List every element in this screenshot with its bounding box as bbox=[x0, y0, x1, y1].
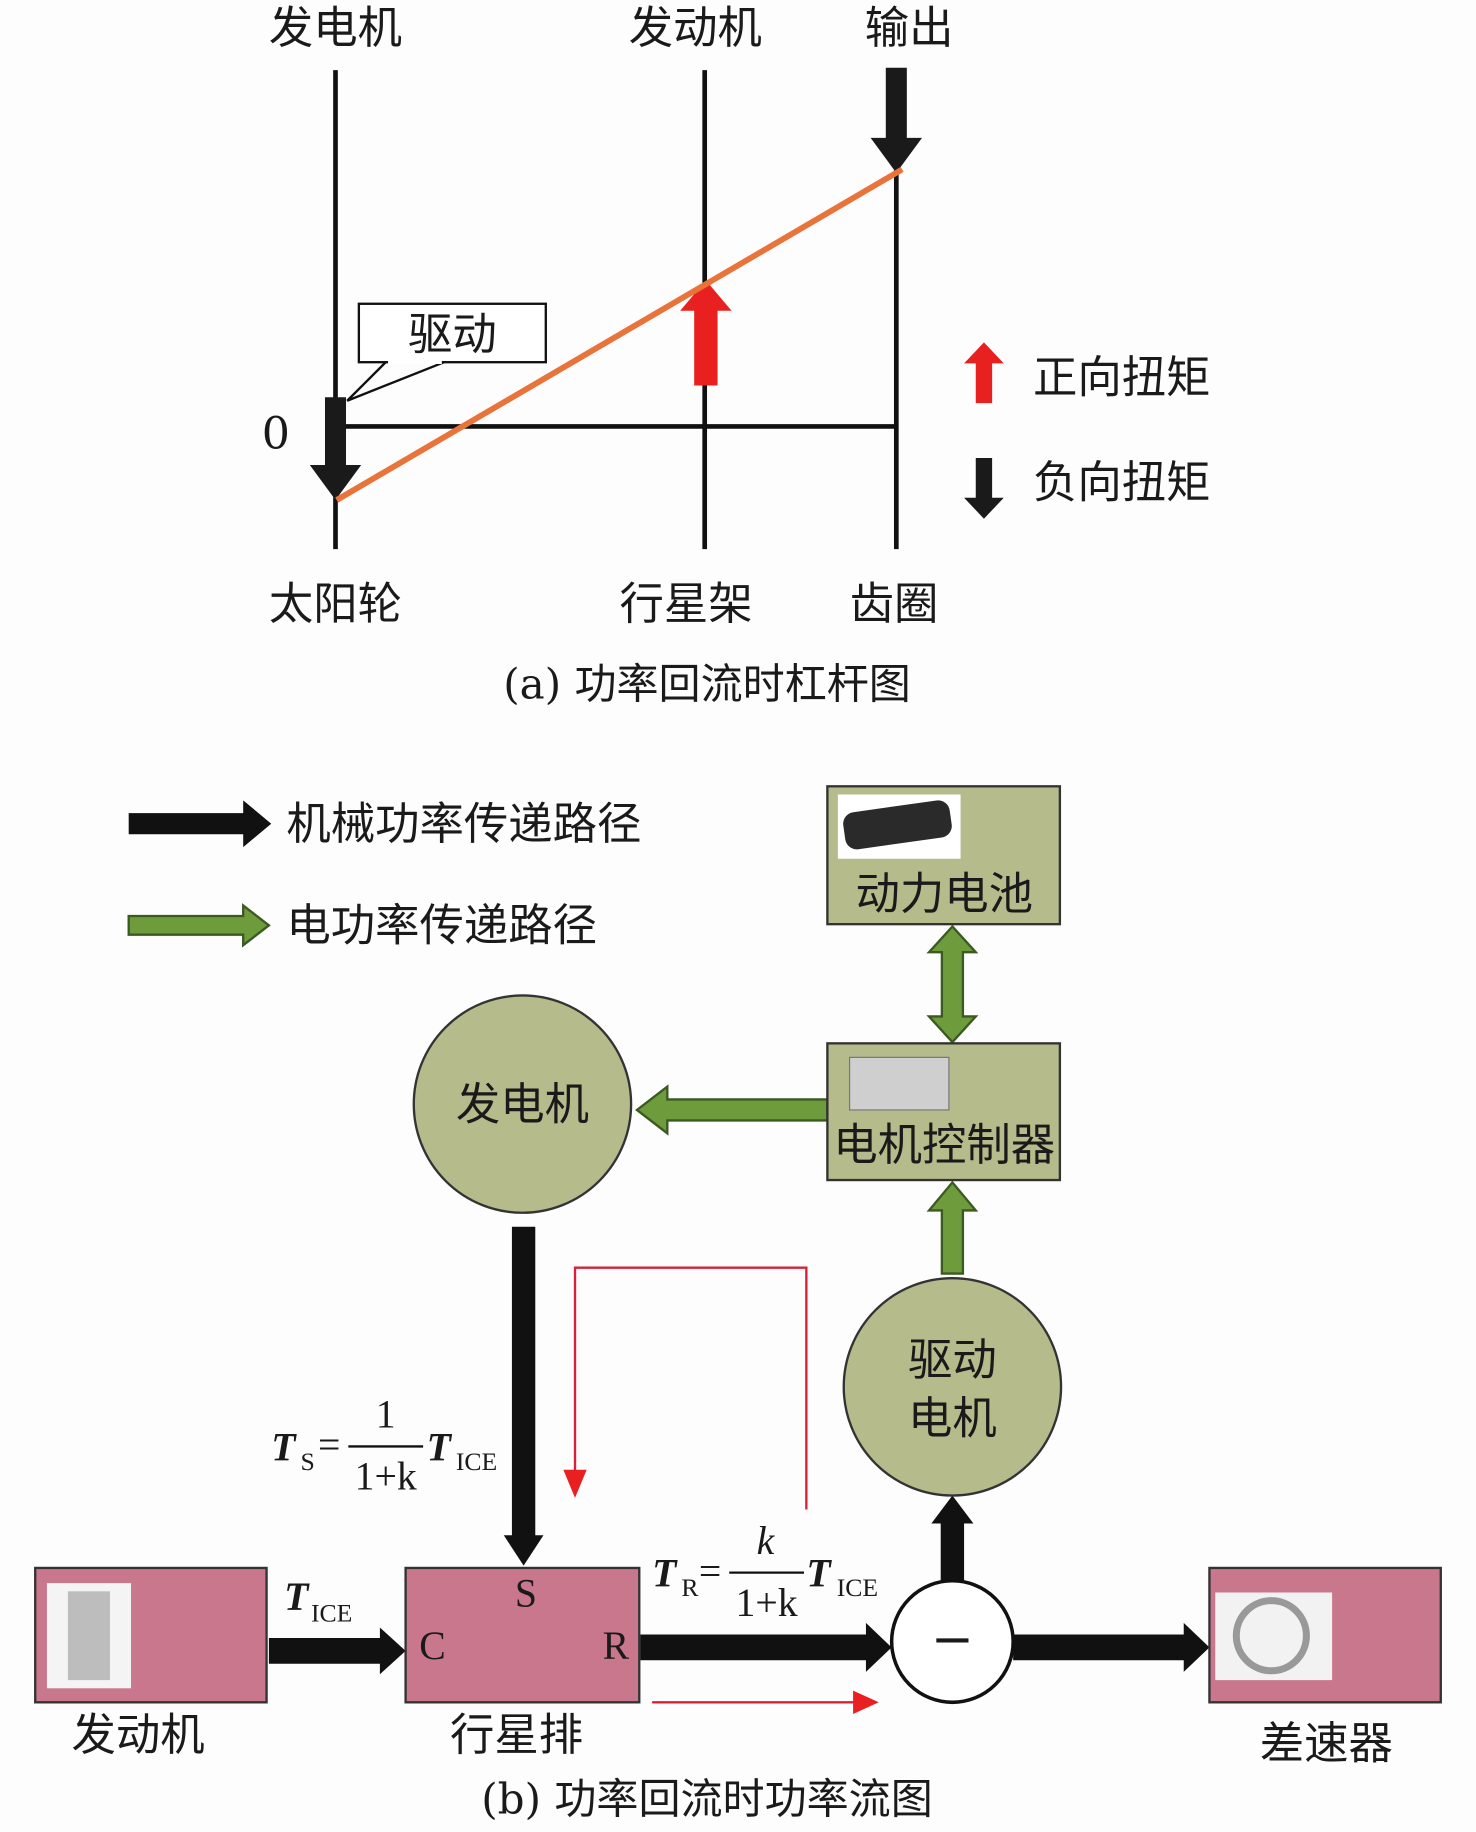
ring-to-coupler-arrow bbox=[640, 1622, 892, 1672]
power-flow-diagram: 机械功率传递路径 电功率传递路径 动力电池 电机控制器 发电机 驱动 电机 bbox=[34, 785, 1442, 1823]
lever-diagram: 发电机 发动机 输出 太阳轮 行星架 齿圈 0 驱动 正向扭矩 负向扭矩 (a)… bbox=[262, 3, 1211, 708]
motor-controller-block: 电机控制器 bbox=[826, 1042, 1062, 1182]
ring-output-arrowhead bbox=[853, 1690, 879, 1714]
legend-negative-torque: 负向扭矩 bbox=[1033, 458, 1211, 509]
motor-label-line1: 驱动 bbox=[908, 1335, 997, 1386]
speed-line bbox=[335, 166, 904, 503]
planetary-gear-block: S C R 行星排 bbox=[404, 1566, 641, 1761]
battery-label: 动力电池 bbox=[855, 869, 1033, 920]
controller-to-generator-arrow bbox=[635, 1084, 829, 1136]
formula-ts: T S = 1 1+k T ICE bbox=[271, 1393, 497, 1499]
return-power-path bbox=[573, 1266, 808, 1510]
legend-mechanical-path: 机械功率传递路径 bbox=[286, 799, 641, 850]
label-output: 输出 bbox=[865, 3, 954, 54]
tr-subscript: R bbox=[681, 1573, 699, 1602]
differential-block: 差速器 bbox=[1208, 1566, 1442, 1769]
tr-symbol: T bbox=[652, 1552, 678, 1596]
ts-subscript: S bbox=[300, 1447, 314, 1476]
ts-tice-subscript: ICE bbox=[456, 1447, 497, 1476]
coupler-to-motor-arrow bbox=[931, 1495, 974, 1581]
ts-equals: = bbox=[318, 1423, 340, 1467]
legend-mechanical-arrow-icon bbox=[128, 800, 272, 848]
motor-label-line2: 电机 bbox=[908, 1394, 997, 1445]
caption-b: (b) 功率回流时功率流图 bbox=[481, 1774, 933, 1823]
tice-symbol: T bbox=[284, 1575, 310, 1619]
ts-symbol: T bbox=[271, 1425, 297, 1469]
tice-subscript: ICE bbox=[311, 1599, 352, 1628]
engine-to-carrier-arrow bbox=[268, 1627, 406, 1675]
return-path-arrowhead bbox=[563, 1469, 587, 1498]
label-engine: 发动机 bbox=[629, 3, 762, 54]
differential-label: 差速器 bbox=[1260, 1718, 1393, 1769]
ts-denominator: 1+k bbox=[355, 1455, 417, 1499]
zero-label: 0 bbox=[262, 409, 290, 460]
ts-numerator: 1 bbox=[376, 1393, 396, 1437]
tr-denominator: 1+k bbox=[736, 1581, 798, 1625]
battery-controller-arrow bbox=[926, 924, 979, 1044]
output-torque-arrow bbox=[870, 67, 923, 173]
tr-numerator: k bbox=[757, 1519, 776, 1563]
generator-block: 发电机 bbox=[412, 994, 633, 1214]
motor-to-controller-arrow bbox=[926, 1180, 979, 1275]
port-sun: S bbox=[515, 1572, 537, 1616]
generator-to-sun-arrow bbox=[503, 1226, 544, 1566]
label-carrier: 行星架 bbox=[619, 579, 752, 630]
engine-label: 发动机 bbox=[71, 1710, 204, 1761]
formula-tr: T R = k 1+k T ICE bbox=[652, 1519, 878, 1625]
legend-positive-arrow-icon bbox=[964, 342, 1004, 404]
battery-block: 动力电池 bbox=[826, 785, 1062, 926]
tr-tice-symbol: T bbox=[806, 1552, 832, 1596]
legend-electrical-arrow-icon bbox=[127, 903, 271, 948]
label-sun-gear: 太阳轮 bbox=[269, 579, 402, 630]
legend-negative-arrow-icon bbox=[964, 458, 1004, 519]
planetary-label: 行星排 bbox=[450, 1710, 583, 1761]
tr-equals: = bbox=[699, 1549, 721, 1593]
label-ring-gear: 齿圈 bbox=[850, 579, 939, 630]
controller-label: 电机控制器 bbox=[833, 1120, 1055, 1171]
ts-tice-symbol: T bbox=[427, 1425, 453, 1469]
differential-image bbox=[1215, 1592, 1333, 1681]
legend-electrical-path: 电功率传递路径 bbox=[286, 901, 597, 952]
sun-torque-arrow bbox=[309, 397, 362, 501]
tr-tice-subscript: ICE bbox=[837, 1573, 878, 1602]
minus-sign: − bbox=[931, 1610, 974, 1670]
drive-callout: 驱动 bbox=[346, 302, 547, 402]
controller-image bbox=[848, 1056, 950, 1111]
formula-tice: T ICE bbox=[284, 1575, 352, 1628]
drive-motor-block: 驱动 电机 bbox=[842, 1277, 1063, 1497]
callout-text: 驱动 bbox=[408, 309, 497, 360]
torque-coupler: − bbox=[889, 1579, 1015, 1705]
port-carrier: C bbox=[419, 1624, 445, 1668]
caption-a: (a) 功率回流时杠杆图 bbox=[503, 660, 911, 709]
engine-block: 发动机 bbox=[34, 1566, 268, 1761]
generator-label: 发电机 bbox=[456, 1079, 589, 1130]
carrier-torque-arrow bbox=[680, 280, 732, 386]
legend-positive-torque: 正向扭矩 bbox=[1033, 353, 1211, 404]
port-ring: R bbox=[603, 1624, 630, 1668]
label-generator: 发电机 bbox=[269, 3, 402, 54]
coupler-to-differential-arrow bbox=[1013, 1622, 1210, 1672]
